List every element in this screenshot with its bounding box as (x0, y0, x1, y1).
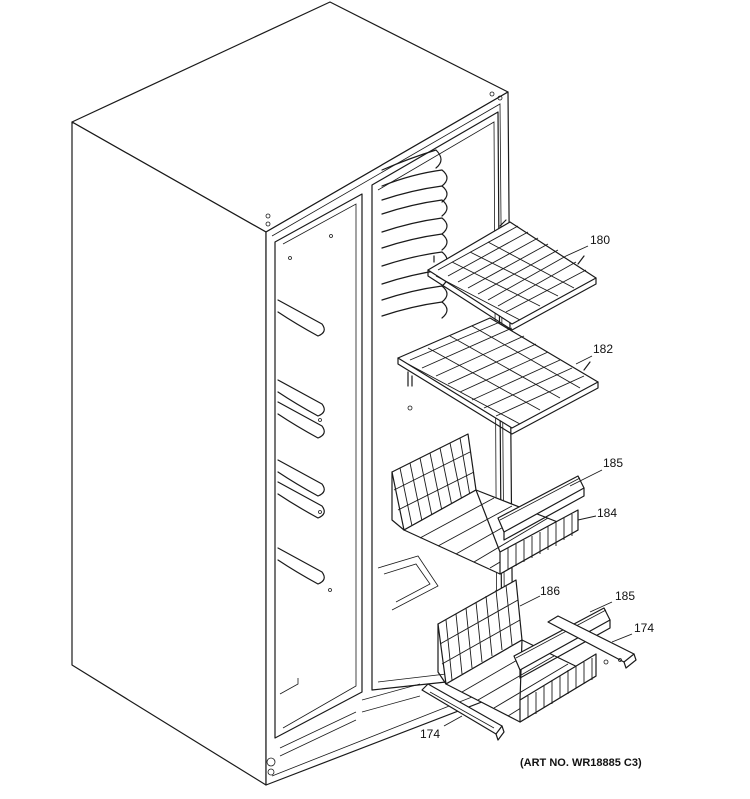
callout-174-right: 174 (634, 621, 654, 635)
basket-cover-upper (497, 475, 585, 541)
wire-shelf-top (427, 219, 597, 331)
slide-rail-right (547, 615, 637, 669)
callout-180: 180 (590, 233, 610, 247)
callout-leaders (443, 245, 633, 727)
callout-185-upper: 185 (603, 456, 623, 470)
freezer-basket-lower (437, 579, 597, 723)
callout-186: 186 (540, 584, 560, 598)
freezer-basket-upper (391, 433, 579, 575)
slide-rail-left (421, 683, 505, 741)
freezer-liner (274, 193, 363, 739)
callout-182: 182 (593, 342, 613, 356)
callout-184: 184 (597, 506, 617, 520)
callout-174-left: 174 (420, 727, 440, 741)
callout-185-lower: 185 (615, 589, 635, 603)
art-number: (ART NO. WR18885 C3) (520, 757, 642, 769)
wire-shelf-middle (397, 317, 599, 435)
